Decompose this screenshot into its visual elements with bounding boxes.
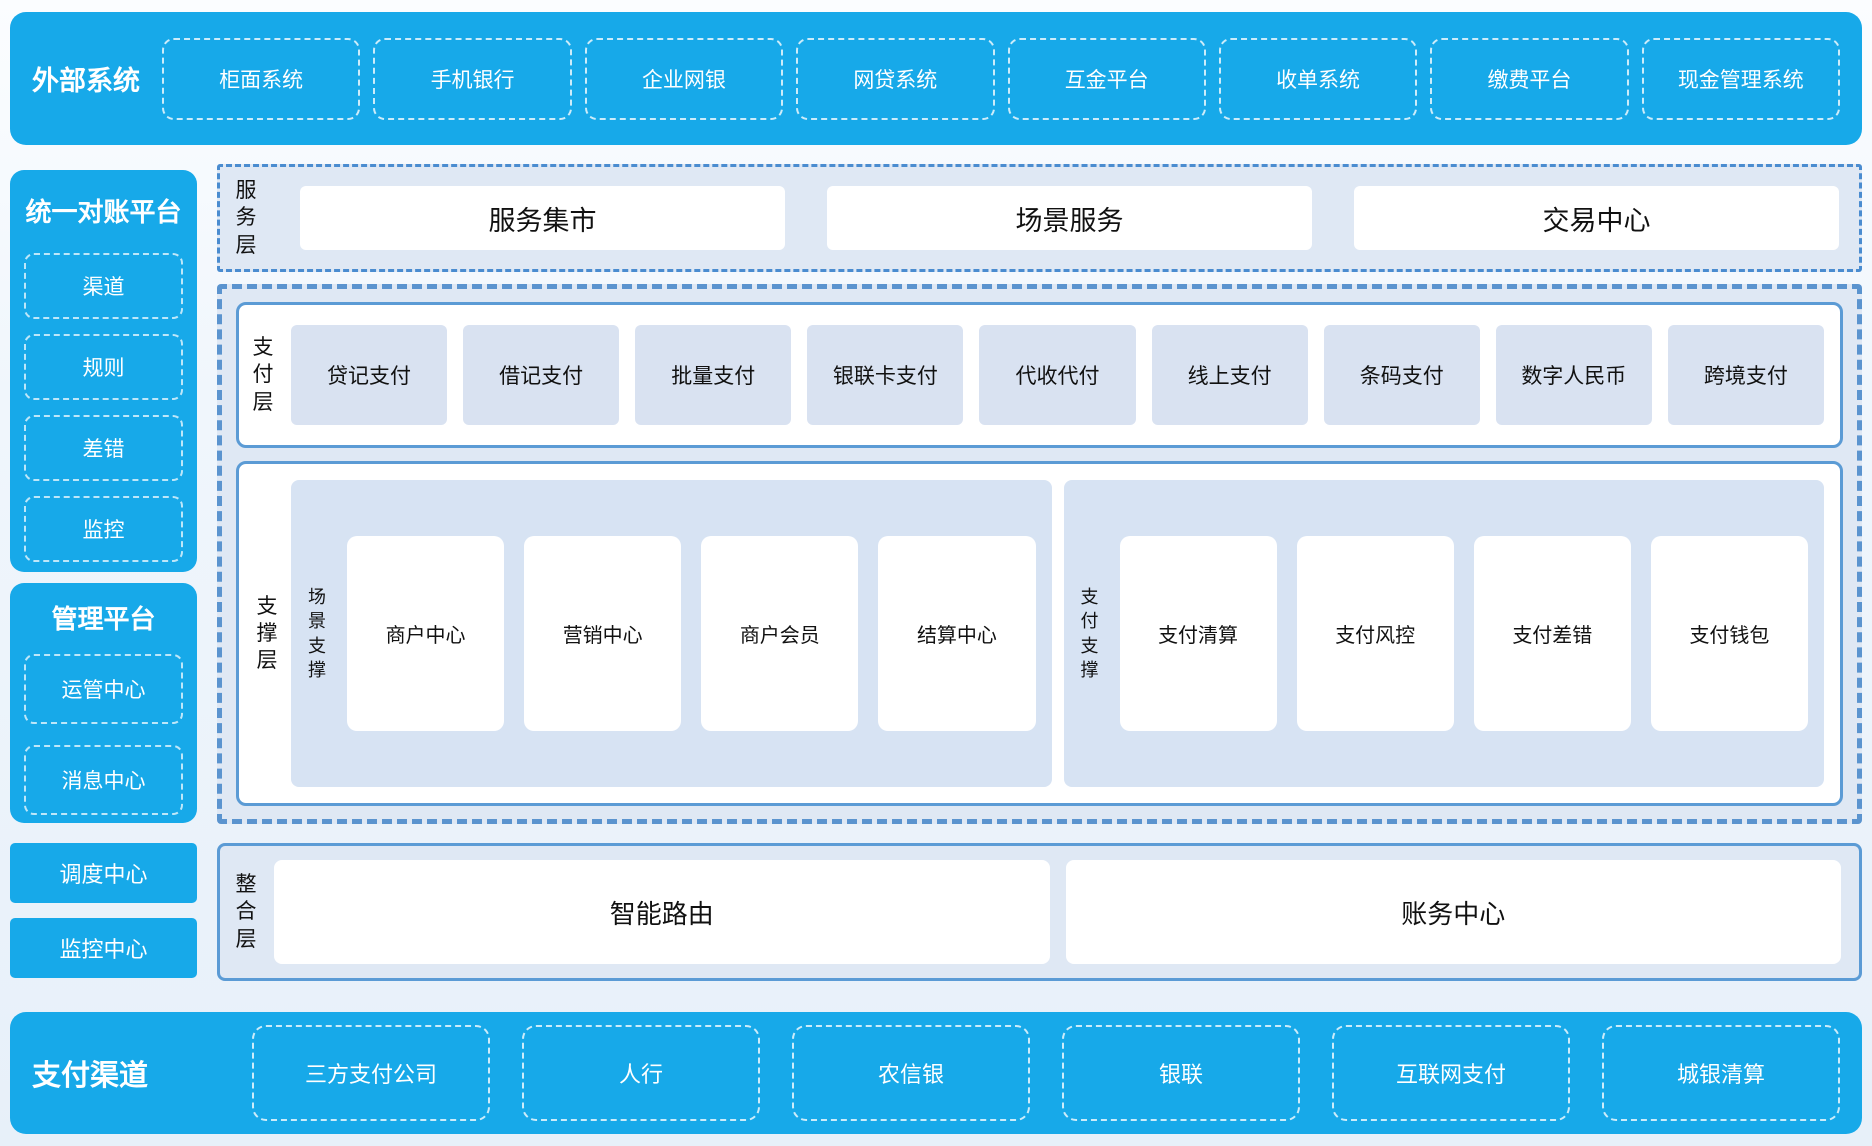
integration-layer: 整合层 智能路由 账务中心	[217, 843, 1862, 981]
scene-support-label: 场景支撑	[308, 586, 326, 680]
reconciliation-platform-panel: 统一对账平台 渠道 规则 差错 监控	[10, 170, 197, 572]
reconciliation-platform-title: 统一对账平台	[25, 197, 182, 227]
payment-channel-box: 三方支付公司	[252, 1025, 491, 1121]
service-layer-label: 服务层	[235, 179, 257, 257]
external-systems-title: 外部系统	[32, 66, 140, 96]
service-box: 场景服务	[827, 186, 1312, 250]
scene-support-box: 营销中心	[524, 536, 682, 731]
external-system-box: 手机银行	[373, 37, 572, 120]
payment-layer-label: 支付层	[252, 336, 274, 414]
monitor-center-box: 监控中心	[10, 918, 197, 978]
payment-support-box: 支付风控	[1296, 536, 1454, 731]
external-system-box: 企业网银	[584, 37, 784, 120]
management-platform-title: 管理平台	[51, 604, 156, 634]
payment-channel-box: 银联	[1062, 1025, 1301, 1121]
payment-support-box: 支付钱包	[1650, 536, 1808, 731]
service-layer: 服务层 服务集市 场景服务 交易中心	[217, 164, 1862, 272]
payment-support-label: 支付支撑	[1080, 586, 1099, 680]
scene-support-box: 商户会员	[701, 536, 859, 731]
payment-channel-box: 互联网支付	[1332, 1025, 1571, 1121]
reconciliation-item: 差错	[24, 415, 183, 481]
dispatch-center-box: 调度中心	[10, 843, 197, 903]
service-box: 服务集市	[300, 186, 785, 250]
management-item: 消息中心	[24, 745, 183, 815]
core-layers-region: 支付层 贷记支付 借记支付 批量支付 银联卡支付 代收代付 线上支付 条码支付 …	[217, 284, 1862, 824]
external-system-box: 互金平台	[1007, 37, 1206, 120]
payment-support-box: 支付差错	[1473, 536, 1631, 731]
scene-support-group: 场景支撑 商户中心 营销中心 商户会员 结算中心	[291, 480, 1052, 787]
payment-channel-box: 农信银	[792, 1025, 1031, 1121]
payment-box: 跨境支付	[1667, 325, 1824, 425]
payment-channel-box: 城银清算	[1602, 1025, 1841, 1121]
external-system-box: 收单系统	[1218, 37, 1418, 120]
payment-channels-title: 支付渠道	[32, 1060, 149, 1092]
payment-box: 线上支付	[1151, 325, 1308, 425]
payment-box: 数字人民币	[1495, 325, 1652, 425]
external-system-box: 柜面系统	[162, 37, 361, 120]
external-systems-bar: 外部系统 柜面系统 手机银行 企业网银 网贷系统 互金平台 收单系统 缴费平台 …	[10, 12, 1862, 145]
integration-box: 智能路由	[274, 860, 1050, 964]
external-system-box: 缴费平台	[1430, 37, 1629, 120]
payment-layer: 支付层 贷记支付 借记支付 批量支付 银联卡支付 代收代付 线上支付 条码支付 …	[236, 302, 1843, 448]
payment-box: 批量支付	[635, 325, 792, 425]
integration-layer-label: 整合层	[235, 873, 257, 951]
scene-support-box: 结算中心	[878, 536, 1036, 731]
payment-channel-box: 人行	[522, 1025, 761, 1121]
reconciliation-item: 监控	[24, 496, 183, 562]
payment-box: 代收代付	[979, 325, 1136, 425]
service-box: 交易中心	[1354, 186, 1839, 250]
management-item: 运管中心	[24, 654, 183, 724]
payment-box: 借记支付	[463, 325, 620, 425]
integration-box: 账务中心	[1065, 860, 1841, 964]
payment-support-group: 支付支撑 支付清算 支付风控 支付差错 支付钱包	[1063, 480, 1824, 787]
support-layer-label: 支撑层	[256, 594, 278, 673]
external-systems-items: 柜面系统 手机银行 企业网银 网贷系统 互金平台 收单系统 缴费平台 现金管理系…	[162, 37, 1840, 120]
payment-channels-bar: 支付渠道 三方支付公司 人行 农信银 银联 互联网支付 城银清算	[10, 1012, 1862, 1134]
external-system-box: 现金管理系统	[1641, 37, 1840, 120]
reconciliation-item: 渠道	[24, 253, 183, 319]
payment-box: 条码支付	[1323, 325, 1480, 425]
scene-support-box: 商户中心	[347, 536, 505, 731]
support-layer: 支撑层 场景支撑 商户中心 营销中心 商户会员 结算中心 支付支撑 支付清算 支…	[236, 461, 1843, 806]
management-platform-panel: 管理平台 运管中心 消息中心	[10, 583, 197, 823]
payment-support-box: 支付清算	[1119, 536, 1277, 731]
payment-box: 银联卡支付	[807, 325, 964, 425]
reconciliation-item: 规则	[24, 334, 183, 400]
payment-box: 贷记支付	[291, 325, 448, 425]
external-system-box: 网贷系统	[796, 37, 995, 120]
payment-channels-items: 三方支付公司 人行 农信银 银联 互联网支付 城银清算	[252, 1025, 1841, 1121]
